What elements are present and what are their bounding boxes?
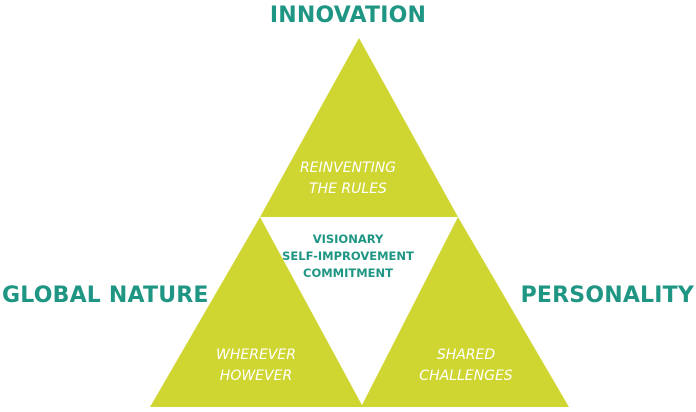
right-triangle [361, 217, 569, 407]
center-line1: VISIONARY [312, 232, 384, 246]
left-triangle-line1: WHEREVER [216, 347, 296, 363]
right-triangle-label: SHARED CHALLENGES [392, 345, 540, 387]
top-triangle [260, 38, 458, 217]
top-triangle-label: REINVENTING THE RULES [274, 158, 422, 200]
left-triangle [150, 217, 363, 407]
heading-innovation: INNOVATION [269, 3, 427, 28]
left-triangle-line2: HOWEVER [219, 368, 293, 384]
left-triangle-label: WHEREVER HOWEVER [182, 345, 330, 387]
right-triangle-line2: CHALLENGES [419, 368, 513, 384]
heading-personality: PERSONALITY [520, 283, 694, 308]
top-triangle-line1: REINVENTING [299, 160, 397, 176]
top-triangle-line2: THE RULES [309, 181, 387, 197]
center-label: VISIONARY SELF-IMPROVEMENT COMMITMENT [258, 231, 438, 282]
heading-global-nature: GLOBAL NATURE [2, 283, 209, 308]
center-line2: SELF-IMPROVEMENT [282, 249, 414, 263]
center-line3: COMMITMENT [303, 266, 393, 280]
right-triangle-line1: SHARED [436, 347, 496, 363]
